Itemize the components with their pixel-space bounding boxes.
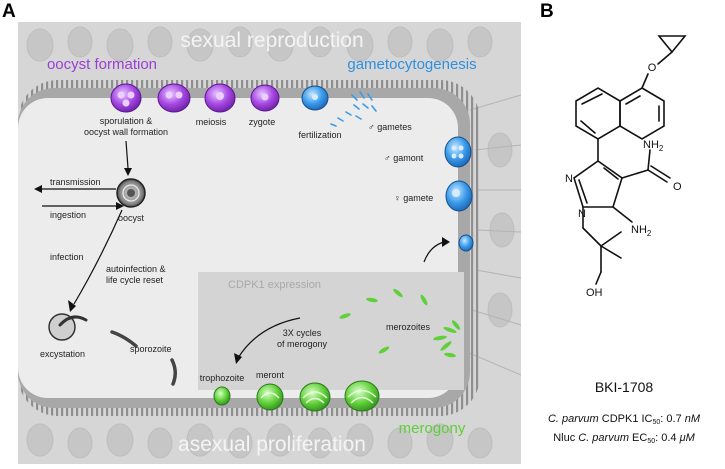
label-transmission: transmission: [50, 177, 101, 187]
sporozoite-shape-1: [110, 330, 138, 348]
label-meront: meront: [256, 370, 285, 380]
meront-cell-1: [256, 383, 284, 411]
ic50-line: C. parvum CDPK1 IC50: 0.7 nM: [548, 413, 701, 426]
label-cycles-line2: of merogony: [277, 339, 328, 349]
meront-cell-3: [344, 380, 380, 412]
label-merozoites: merozoites: [386, 322, 431, 332]
arrowheads: [34, 168, 450, 364]
atom-n2: N: [565, 173, 573, 185]
label-male-gamont: ♂ gamont: [384, 153, 424, 163]
arrow-sporulation-to-oocyst: [125, 140, 129, 169]
atom-oh: OH: [586, 287, 603, 299]
cycle-arrows: [42, 140, 445, 359]
heading-gametocytogenesis: gametocytogenesis: [347, 56, 476, 73]
bond-oh: [595, 271, 602, 285]
bond-amide-o-1: [647, 169, 668, 183]
sporozoite-shape-2: [170, 358, 177, 386]
pyrazole-ring: [573, 160, 623, 208]
bond-methyl-1: [600, 231, 622, 247]
green-stages: [213, 288, 461, 412]
label-female-gamete: ♀ gamete: [394, 193, 433, 203]
heading-sexual-reproduction: sexual reproduction: [180, 29, 363, 52]
oocyst-stage-1-cell: [110, 83, 142, 113]
host-cells: [26, 26, 515, 459]
bond-amide-n: [647, 149, 651, 171]
panel-a-letter: A: [2, 1, 16, 22]
male-gamont-cell: [444, 136, 472, 168]
meiosis-cell: [204, 83, 236, 113]
label-sporulation-line2: oocyst wall formation: [84, 127, 168, 137]
label-cdpk1-expression: CDPK1 expression: [228, 279, 321, 291]
male-gametes-swarm: [330, 91, 377, 127]
atom-o-ether: O: [648, 62, 657, 74]
label-infection: infection: [50, 252, 84, 262]
label-oocyst: oocyst: [118, 213, 145, 223]
label-excystation: excystation: [40, 349, 85, 359]
atom-n1: N: [578, 208, 586, 220]
bond-amide-c: [621, 169, 649, 179]
meront-cell-2: [299, 382, 331, 412]
atom-o-amide: O: [673, 181, 682, 193]
label-sporozoite: sporozoite: [130, 344, 172, 354]
bond-cyclopropyl-o: [657, 51, 673, 65]
label-fertilization: fertilization: [298, 130, 341, 140]
arrow-infection: [73, 209, 123, 305]
heading-oocyst-formation: oocyst formation: [47, 56, 157, 73]
label-autoinfection-line2: life cycle reset: [106, 275, 164, 285]
tissue-radial-lines: [461, 94, 522, 376]
bond-o-naphthalene: [641, 73, 649, 89]
bki-1708-structure: [573, 35, 687, 285]
bond-methyl-2: [600, 245, 622, 259]
label-sporulation-line1: sporulation &: [100, 116, 153, 126]
label-meiosis: meiosis: [196, 117, 227, 127]
small-blue-cell: [458, 234, 474, 252]
bond-ch2-quaternary: [582, 227, 602, 247]
fertilization-cell: [301, 85, 329, 111]
atom-labels: O NH2 O N N NH2 OH: [565, 62, 682, 299]
arrow-to-gametogenesis: [423, 241, 445, 263]
merozoites-swarm: [339, 288, 461, 358]
label-autoinfection-line1: autoinfection &: [106, 264, 166, 274]
bond-amide-o-2: [650, 165, 671, 179]
bond-amine: [612, 206, 633, 223]
oocyst-icon: [116, 178, 146, 208]
label-male-gametes: ♂ gametes: [368, 122, 412, 132]
arrow-merogony-cycles: [237, 317, 301, 359]
heading-merogony: merogony: [399, 420, 466, 437]
cdpk1-expression-region: [198, 272, 464, 390]
label-zygote: zygote: [249, 117, 276, 127]
excystation-icon: [48, 313, 88, 341]
oocyst-stage-2-cell: [157, 83, 191, 113]
label-trophozoite: trophozoite: [200, 373, 245, 383]
label-cycles-line1: 3X cycles: [283, 328, 322, 338]
label-ingestion: ingestion: [50, 210, 86, 220]
blue-stages: [301, 85, 474, 252]
trophozoite-cell: [213, 386, 231, 406]
atom-nh2-amine: NH2: [631, 224, 652, 238]
naphthalene-ring-left: [575, 87, 621, 140]
ec50-line: Nluc C. parvum EC50: 0.4 μM: [553, 432, 695, 445]
heading-asexual-proliferation: asexual proliferation: [178, 433, 366, 456]
female-gamete-cell: [445, 180, 473, 212]
compound-name: BKI-1708: [595, 379, 654, 395]
cyclopropyl-ring: [657, 35, 687, 54]
zygote-cell: [250, 84, 280, 112]
panel-b-letter: B: [540, 1, 554, 22]
naphthalene-ring-right: [619, 87, 665, 140]
atom-nh2-amide: NH2: [643, 139, 664, 153]
purple-stages: [110, 83, 280, 113]
